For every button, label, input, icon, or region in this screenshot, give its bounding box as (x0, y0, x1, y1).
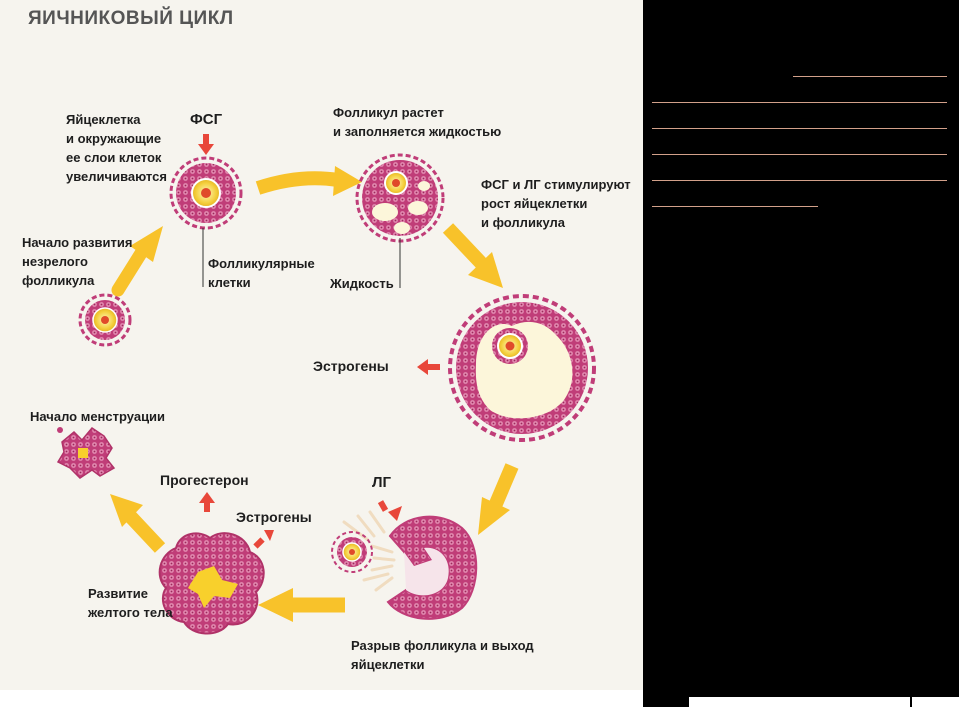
ruptured-follicle (331, 510, 478, 620)
immature-follicle (78, 293, 132, 347)
arrow-immature-to-growing (111, 226, 163, 297)
arrow-corpus-to-menstruation (110, 494, 166, 553)
bottom-strip (912, 697, 959, 707)
label-fsh: ФСГ (190, 111, 223, 128)
fluid-follicle (355, 153, 445, 288)
label-lh: ЛГ (372, 474, 392, 491)
bottom-strip (0, 690, 643, 707)
label-corpus-luteum: Развитие желтого тела (88, 586, 173, 620)
answer-line (793, 76, 947, 77)
label-oocyte-grows: Яйцеклетка и окружающие ее слои клеток у… (66, 112, 167, 184)
label-estrogens-right: Эстрогены (313, 358, 389, 374)
label-progesterone: Прогестерон (160, 472, 249, 488)
lh-arrow (377, 500, 402, 521)
label-fluid: Жидкость (330, 276, 394, 291)
label-rupture: Разрыв фолликула и выход яйцеклетки (351, 638, 534, 672)
answer-line (652, 206, 818, 207)
answer-line (652, 128, 947, 129)
arrow-mature-to-rupture (478, 463, 519, 535)
hormone-arrows (198, 134, 440, 549)
label-follicle-grows: Фолликул растет и заполняется жидкостью (333, 105, 502, 139)
arrow-rupture-to-corpus (258, 588, 345, 622)
label-estrogens-center: Эстрогены (236, 509, 312, 525)
answer-line (652, 102, 947, 103)
arrow-fluid-to-mature (442, 223, 503, 288)
cycle-arrows (110, 166, 519, 622)
estrogen-center-arrow (253, 530, 274, 549)
estrogen-right-arrow (417, 359, 440, 375)
label-immature-start: Начало развития незрелого фолликула (22, 235, 133, 288)
fsh-arrow (198, 134, 214, 155)
mature-follicle (448, 294, 596, 442)
answer-line (652, 154, 947, 155)
arrow-growing-to-fluid (255, 166, 362, 196)
label-menstruation: Начало менструации (30, 409, 166, 424)
bottom-strip (689, 697, 910, 707)
growing-follicle (169, 156, 243, 287)
label-follicular-cells: Фолликулярные клетки (208, 256, 315, 290)
label-fsh-lh: ФСГ и ЛГ стимулируют рост яйцеклетки и ф… (481, 177, 631, 230)
diagram-title: ЯИЧНИКОВЫЙ ЦИКЛ (28, 8, 234, 29)
degenerating-corpus (56, 427, 116, 479)
answer-line (652, 180, 947, 181)
corpus-luteum (158, 532, 265, 635)
progesterone-arrow (199, 492, 215, 512)
